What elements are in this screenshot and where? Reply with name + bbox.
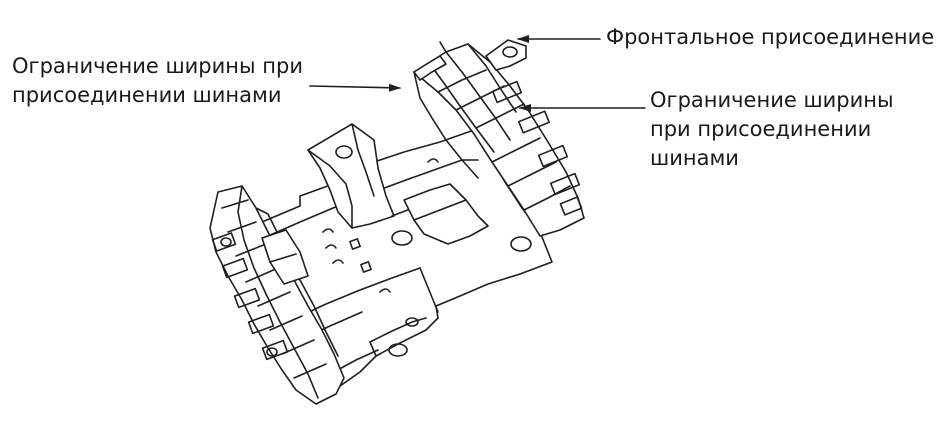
plate-features <box>322 158 532 357</box>
terminal-screw <box>266 347 278 357</box>
label-left-line-1: Ограничение ширины при <box>12 54 303 78</box>
terminal-clip <box>233 287 261 309</box>
terminal-clip <box>559 196 583 216</box>
mount-hole <box>388 343 408 357</box>
curved-slot <box>332 259 344 264</box>
center-tongue <box>403 183 489 245</box>
terminal-clip <box>221 257 249 279</box>
terminal-screw <box>220 237 232 247</box>
square-slot <box>349 238 361 250</box>
terminal-clip <box>549 172 581 196</box>
curved-slot <box>325 244 337 249</box>
label-right-line-1: Ограничение ширины <box>650 88 894 112</box>
square-slot <box>360 261 372 273</box>
leader-lines <box>309 35 646 112</box>
terminal-clip <box>211 232 237 252</box>
right-terminal-block <box>413 39 585 237</box>
front-lug <box>485 39 527 71</box>
mount-hole <box>405 317 419 327</box>
label-right-line-2: при присоединении <box>650 117 872 141</box>
terminal-clip <box>247 313 275 335</box>
label-width-limit-left: Ограничение ширины при присоединении шин… <box>12 52 303 110</box>
lug-hole <box>502 46 518 58</box>
mount-hole <box>510 236 532 252</box>
label-width-limit-right: Ограничение ширины при присоединении шин… <box>650 86 894 173</box>
terminal-clip <box>491 80 523 104</box>
tab-hole <box>335 145 353 159</box>
terminal-clip <box>261 339 289 361</box>
label-right-line-3: шинами <box>650 146 739 170</box>
curved-slot <box>379 288 391 293</box>
curved-slot <box>322 228 334 233</box>
mount-hole <box>391 230 413 246</box>
label-front-line-1: Фронтальное присоединение <box>606 25 935 49</box>
leader-left <box>309 83 401 92</box>
left-terminal-block <box>209 185 345 405</box>
label-front-connection: Фронтальное присоединение <box>606 23 934 52</box>
curved-slot <box>427 158 439 163</box>
terminal-clip <box>517 110 551 134</box>
label-left-line-2: присоединении шинами <box>12 83 282 107</box>
terminal-clip <box>537 144 569 168</box>
